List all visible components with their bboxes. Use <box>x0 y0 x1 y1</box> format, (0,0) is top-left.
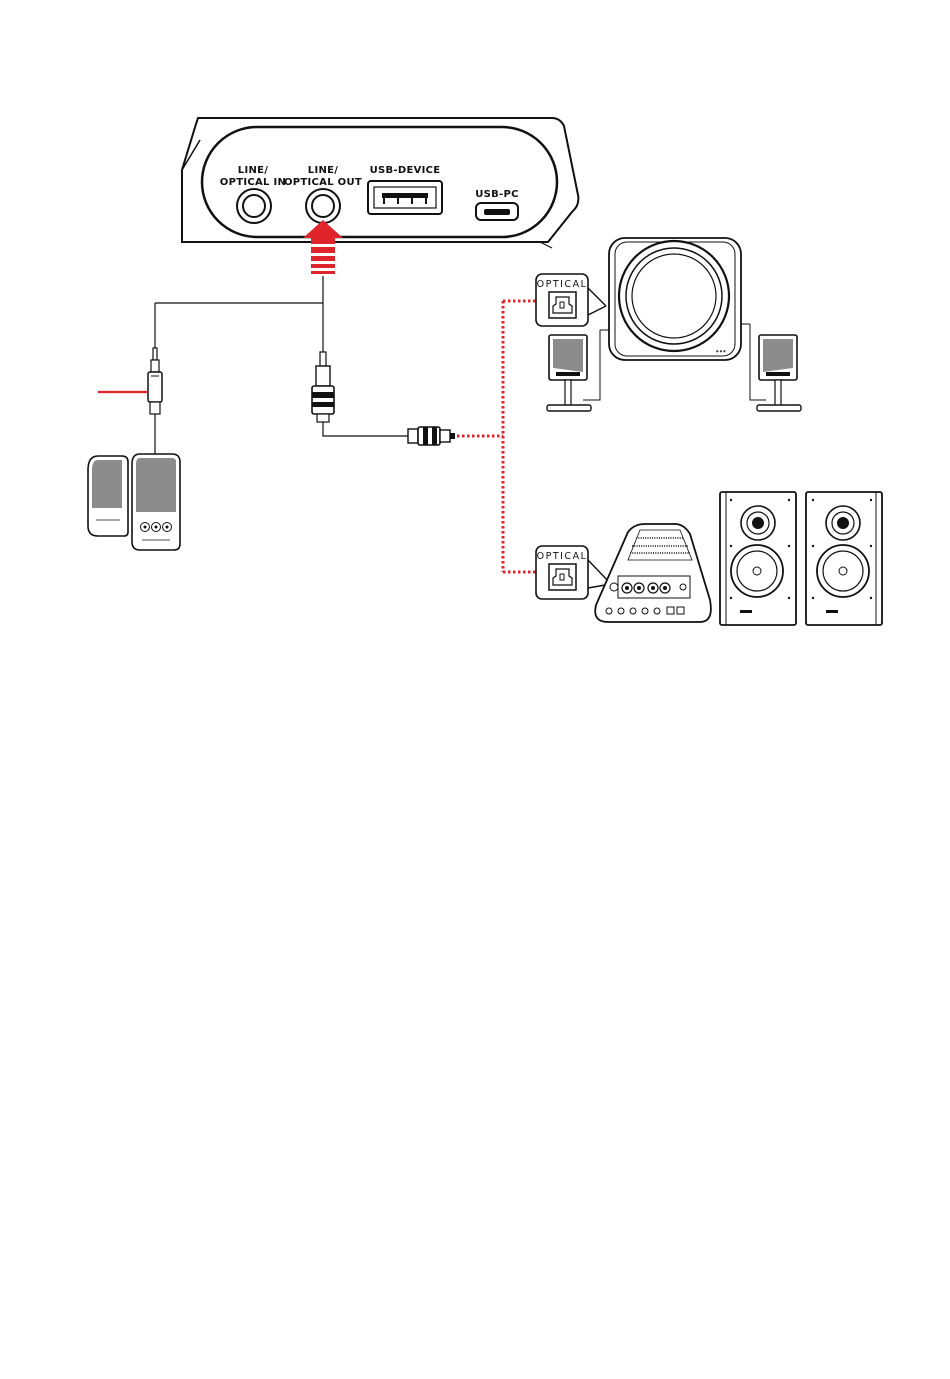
line-optical-in-label-2: OPTICAL IN <box>220 177 286 188</box>
line-optical-in-port <box>237 189 271 223</box>
optical-signal-path <box>457 301 536 572</box>
sound-card-unit <box>595 524 711 622</box>
line-optical-out-label-2: OPTICAL OUT <box>284 177 362 188</box>
svg-text:● ● ●: ● ● ● <box>716 349 726 353</box>
usb-pc-port <box>476 203 518 220</box>
bookshelf-speaker-left <box>720 492 796 625</box>
mini-jack-plug <box>148 348 162 455</box>
optical-callout-bottom-label: OPTICAL <box>537 551 588 562</box>
usb-device-port <box>368 181 442 214</box>
toslink-plug <box>408 427 455 445</box>
line-optical-out-label-1: LINE/ <box>308 165 338 176</box>
usb-device-label: USB-DEVICE <box>370 165 441 176</box>
usb-pc-label: USB-PC <box>475 189 519 200</box>
optical-mini-plug <box>312 352 408 436</box>
optical-callout-top-label: OPTICAL <box>537 279 588 290</box>
line-optical-out-port <box>306 189 340 223</box>
line-optical-in-label-1: LINE/ <box>238 165 268 176</box>
connection-lines <box>155 276 323 352</box>
bookshelf-speaker-right <box>806 492 882 625</box>
desktop-speakers <box>88 454 180 550</box>
